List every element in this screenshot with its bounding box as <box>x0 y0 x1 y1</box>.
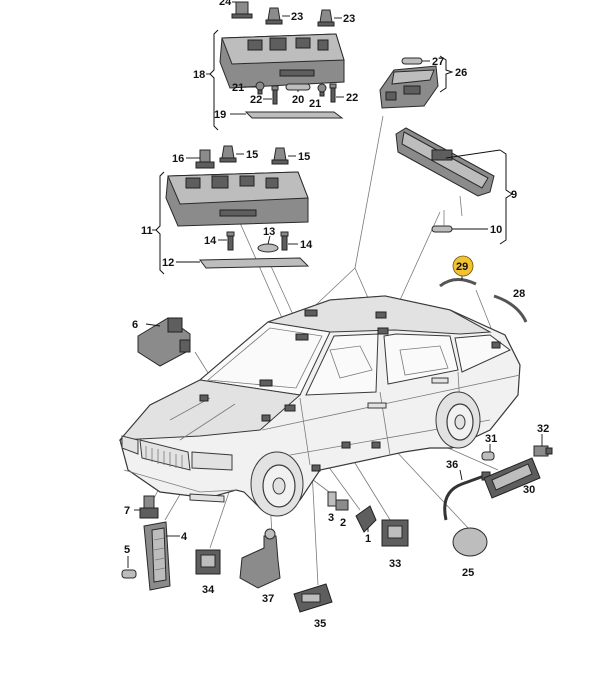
callout-24: 24 <box>219 0 232 8</box>
callout-35: 35 <box>314 618 326 630</box>
callout-23-left: 23 <box>291 11 303 23</box>
part-5-bulb <box>121 569 137 579</box>
part-9-interior-lamp <box>395 127 495 197</box>
callout-4: 4 <box>181 531 188 543</box>
part-33-switch <box>381 519 409 547</box>
callout-12: 12 <box>162 257 174 269</box>
callout-20: 20 <box>292 94 304 106</box>
callout-18: 18 <box>193 69 205 81</box>
callout-15-right: 15 <box>298 151 310 163</box>
callout-13: 13 <box>263 226 275 238</box>
callout-11: 11 <box>141 225 153 237</box>
part-13-lamp <box>257 243 279 253</box>
part-32-socket <box>533 445 553 457</box>
car-body <box>118 295 521 517</box>
part-31-bulb <box>481 451 495 461</box>
part-12-lens <box>199 257 310 269</box>
part-28-trim <box>493 294 528 323</box>
callout-34: 34 <box>202 584 215 596</box>
callout-33: 33 <box>389 558 401 570</box>
part-21-screw-left <box>255 81 265 95</box>
callout-31: 31 <box>485 433 497 445</box>
callout-6: 6 <box>132 319 138 331</box>
part-24-clip <box>231 1 253 19</box>
part-10-bulb <box>431 225 453 233</box>
part-14-screw-left <box>226 231 235 251</box>
part-19-lens <box>244 111 344 119</box>
part-18-roof-console <box>219 33 345 89</box>
part-6-bracket <box>137 317 191 367</box>
part-15-clip-right <box>271 147 289 165</box>
callout-9: 9 <box>511 189 517 201</box>
callout-25: 25 <box>462 567 474 579</box>
callout-1: 1 <box>365 533 371 545</box>
callout-22-left: 22 <box>250 94 262 106</box>
part-22-screw-left <box>271 85 279 105</box>
callout-21-right: 21 <box>309 98 321 110</box>
callout-32: 32 <box>537 423 549 435</box>
part-26-reading-lamp <box>379 65 439 109</box>
part-23-clip-left <box>265 7 283 25</box>
part-21-screw-right <box>317 83 327 97</box>
part-25-cap <box>452 527 488 557</box>
callout-2: 2 <box>340 517 346 529</box>
part-11-roof-console <box>165 171 309 227</box>
part-4-lamp <box>143 521 171 591</box>
callout-28: 28 <box>513 288 525 300</box>
callout-16: 16 <box>172 153 184 165</box>
callout-22-right: 22 <box>346 92 358 104</box>
callout-14-right: 14 <box>300 239 313 251</box>
callout-5: 5 <box>124 544 130 556</box>
part-16-clip <box>195 149 215 169</box>
callout-3: 3 <box>328 512 334 524</box>
part-2-bulb-holder <box>335 499 349 511</box>
part-29-seal <box>439 278 477 288</box>
callout-29: 29 <box>456 261 468 273</box>
callout-27: 27 <box>432 56 444 68</box>
callout-19: 19 <box>214 109 226 121</box>
callout-37: 37 <box>262 593 274 605</box>
part-37-bracket <box>239 528 281 589</box>
part-1-lamp <box>355 505 377 533</box>
part-23-clip-right <box>317 9 335 27</box>
callout-15-left: 15 <box>246 149 258 161</box>
callout-30: 30 <box>523 484 535 496</box>
part-22-screw-right <box>329 83 337 103</box>
part-36-cable <box>443 471 491 521</box>
callout-23-right: 23 <box>343 13 355 25</box>
callout-10: 10 <box>490 224 502 236</box>
callout-14-left: 14 <box>204 235 217 247</box>
part-14-screw-right <box>280 231 289 251</box>
part-15-clip-left <box>219 145 237 163</box>
part-35-module <box>293 583 333 613</box>
callout-7: 7 <box>124 505 130 517</box>
part-34-switch <box>195 549 221 575</box>
callout-26: 26 <box>455 67 467 79</box>
part-3-bulb <box>327 491 337 507</box>
part-27-bulb <box>401 57 423 65</box>
callout-21-left: 21 <box>232 82 244 94</box>
part-7-switch <box>139 495 159 519</box>
highlight-29-marker <box>452 255 474 277</box>
part-20-lamp <box>285 83 311 91</box>
callout-36: 36 <box>446 459 458 471</box>
part-30-lamp <box>483 457 541 499</box>
